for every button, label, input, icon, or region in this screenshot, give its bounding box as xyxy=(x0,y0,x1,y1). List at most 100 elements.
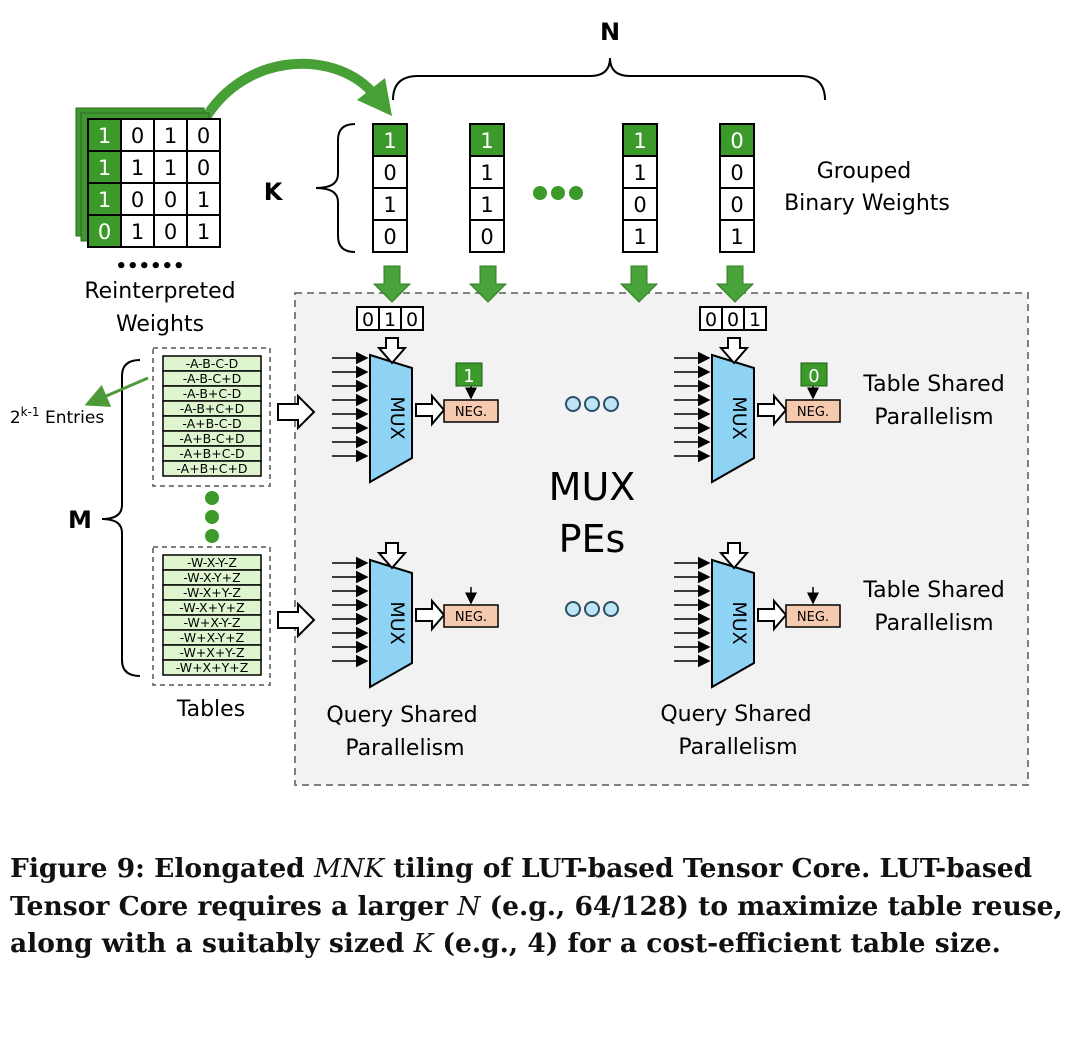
grouped-weight-cell xyxy=(622,219,658,253)
reinterpreted-label-1: Reinterpreted xyxy=(84,279,235,304)
sign-bit-2-box xyxy=(800,362,828,387)
caption-mnk: MNK xyxy=(313,853,385,884)
mux-label: MUX xyxy=(728,396,750,439)
query-shared-label-2b: Parallelism xyxy=(678,735,797,760)
table-entry-cell xyxy=(162,659,262,676)
mux-output-arrow xyxy=(757,393,788,427)
table-entry: -W-X+Y+Z xyxy=(179,600,244,615)
caption-k: K xyxy=(413,928,434,959)
selector-arrow xyxy=(718,542,750,570)
figure-caption: Figure 9: Elongated MNK tiling of LUT-ba… xyxy=(10,850,1070,963)
grouped-weight-value: 1 xyxy=(480,193,493,217)
table-entry: -W-X-Y-Z xyxy=(187,555,237,570)
weight-cell xyxy=(120,182,155,216)
m-brace xyxy=(101,359,141,677)
weight-cell-value: 1 xyxy=(98,156,111,180)
mux-block xyxy=(711,353,755,484)
grouped-weight-cell xyxy=(719,123,755,157)
m-label: M xyxy=(68,506,92,534)
table-entry: -A-B-C+D xyxy=(183,371,242,386)
table-entry: -W+X-Y-Z xyxy=(183,615,240,630)
grouped-weight-value: 1 xyxy=(480,129,493,153)
mux-block xyxy=(711,558,755,689)
grouped-weight-cell xyxy=(372,219,408,253)
weight-cell-value: 0 xyxy=(98,220,111,244)
grouped-weight-cell xyxy=(469,187,505,221)
mux-label: MUX xyxy=(386,396,408,439)
weight-cell-value: 1 xyxy=(197,220,210,244)
table-entry: -W+X-Y+Z xyxy=(180,630,244,645)
caption-part-3: tiling of LUT-based Tensor Core. LUT-bas… xyxy=(10,853,1033,922)
grouped-label-1: Grouped xyxy=(817,159,911,184)
table-1: -A-B-C-D-A-B-C+D-A-B+C-D-A-B+C+D-A+B-C-D… xyxy=(162,355,262,477)
grouped-weight-value: 1 xyxy=(383,129,396,153)
n-brace xyxy=(392,57,826,101)
grouped-weight-value: 1 xyxy=(633,161,646,185)
selector-arrow xyxy=(376,337,408,365)
caption-n: N xyxy=(457,890,481,922)
table-entry: -W+X+Y-Z xyxy=(179,645,244,660)
grouped-weight-cell xyxy=(372,155,408,189)
table-entry: -A+B-C+D xyxy=(179,431,244,446)
entries-arrow xyxy=(84,376,149,407)
table-entry: -W-X-Y+Z xyxy=(183,570,240,585)
selector-bit: 0 xyxy=(362,309,374,331)
mux-block xyxy=(369,558,413,689)
reinterpret-arrow xyxy=(195,58,377,133)
mux-output-arrow xyxy=(757,598,788,632)
table-entry: -A-B-C-D xyxy=(186,356,239,371)
neg-block xyxy=(785,399,841,423)
query-shared-label-1a: Query Shared xyxy=(326,703,477,728)
selector-bit: 0 xyxy=(705,309,717,331)
entries-label: 2k-1 Entries xyxy=(10,405,105,428)
table-entry: -A+B+C-D xyxy=(179,446,244,461)
grouped-weight-cell xyxy=(469,219,505,253)
grouped-weight-value: 1 xyxy=(383,193,396,217)
column-ellipsis xyxy=(533,186,583,200)
grouped-weight-cell xyxy=(622,123,658,157)
mux-pes-panel xyxy=(294,292,1029,786)
grouped-weight-value: 1 xyxy=(730,225,743,249)
table-entry: -A-B+C-D xyxy=(183,386,242,401)
grouped-weight-value: 0 xyxy=(730,161,743,185)
reinterpret-arrow-head xyxy=(357,78,392,116)
weight-cell-value: 1 xyxy=(98,188,111,212)
pe-ellipsis-row-2 xyxy=(565,601,619,617)
neg-block xyxy=(443,399,499,423)
grouped-weight-value: 0 xyxy=(730,193,743,217)
k-brace xyxy=(315,123,356,253)
caption-part-5: (e.g., 64/128) to maximize table reuse, … xyxy=(10,890,1063,960)
sign-bit-1: 1 xyxy=(463,366,474,387)
grouped-weight-value: 0 xyxy=(480,225,493,249)
table-entry: -A-B+C+D xyxy=(180,401,244,416)
weight-cell-value: 1 xyxy=(164,124,177,148)
selector-bit-cell xyxy=(400,306,424,331)
table-shared-label-2a: Table Shared xyxy=(862,578,1004,603)
grouped-weight-value: 0 xyxy=(633,193,646,217)
mux-output-arrow xyxy=(415,393,446,427)
selector-bit: 1 xyxy=(749,309,761,331)
query-shared-label-2a: Query Shared xyxy=(660,702,811,727)
table-ellipsis xyxy=(205,491,219,543)
grouped-weight-cell xyxy=(622,187,658,221)
selector-bit-cell xyxy=(743,306,767,331)
weight-cell xyxy=(186,150,221,184)
sign-bit-1-box xyxy=(455,362,483,387)
mux-block xyxy=(369,353,413,484)
selector-bit: 1 xyxy=(384,309,396,331)
reinterpreted-label-2: Weights xyxy=(116,312,204,337)
table-entry: -A+B-C-D xyxy=(182,416,241,431)
weight-cell xyxy=(153,214,188,248)
table-1-to-mux-arrow xyxy=(277,393,316,431)
selector-bit: 0 xyxy=(406,309,418,331)
weight-cell xyxy=(186,182,221,216)
weight-cell-value: 0 xyxy=(164,188,177,212)
mux-output-arrow xyxy=(415,598,446,632)
caption-part-7: (e.g., 4) for a cost-efficient table siz… xyxy=(433,928,1001,959)
selector-bit: 0 xyxy=(727,309,739,331)
neg-label: NEG. xyxy=(797,610,829,625)
